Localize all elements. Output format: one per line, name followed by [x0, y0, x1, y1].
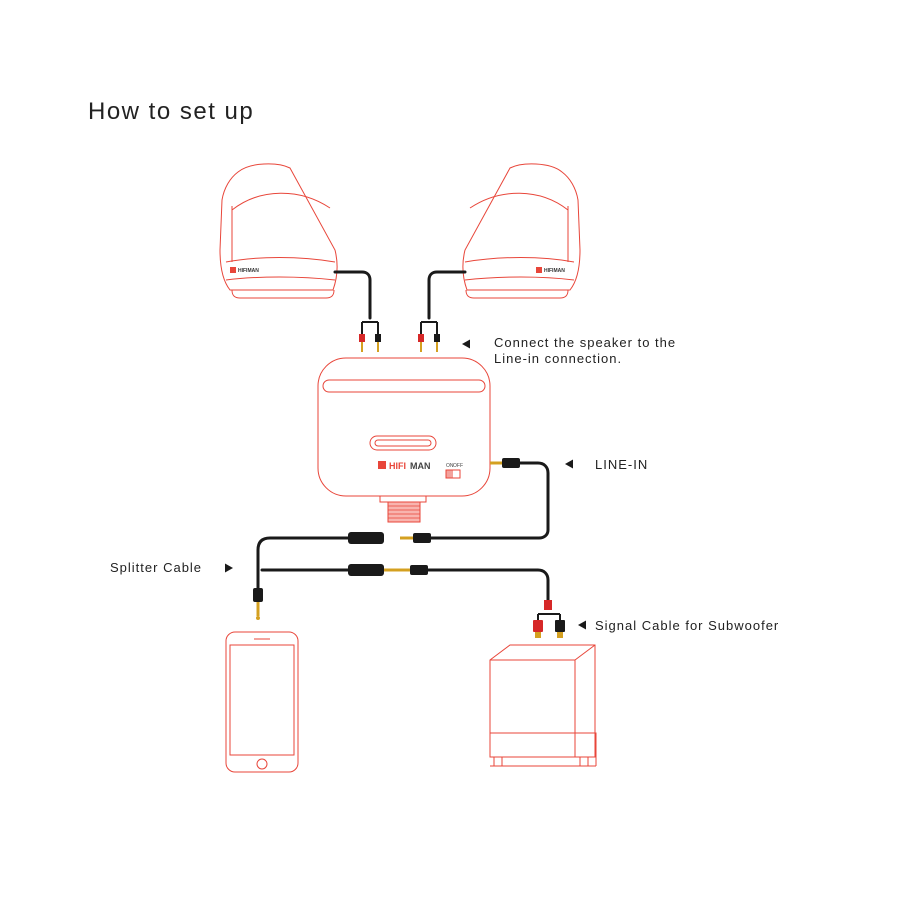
signal-cable-note: Signal Cable for Subwoofer — [578, 618, 779, 633]
right-speaker-brand: HIFIMAN — [544, 268, 565, 274]
switch-off-label: OFF — [453, 463, 463, 469]
left-speaker-logo: HIFIMAN — [230, 267, 259, 274]
switch-on-label: ON — [446, 463, 454, 469]
speaker-connection-text-line2: Line-in connection. — [494, 351, 622, 366]
arrow-left-icon — [462, 339, 470, 349]
right-speaker-cable — [418, 270, 467, 352]
splitter-cable-label: Splitter Cable — [110, 560, 202, 575]
subwoofer — [489, 644, 597, 767]
unit-logo: HIFI MAN — [378, 461, 431, 471]
line-in-label: LINE-IN — [595, 457, 648, 472]
speaker-connection-note: Connect the speaker to the Line-in conne… — [462, 335, 676, 366]
page-title: How to set up — [88, 98, 254, 125]
left-speaker: HIFIMAN — [219, 163, 338, 299]
right-speaker-logo: HIFIMAN — [536, 267, 565, 274]
line-in-note: LINE-IN — [565, 457, 648, 472]
speaker-connection-text-line1: Connect the speaker to the — [494, 335, 676, 350]
amplifier-unit: HIFI MAN ON OFF — [317, 357, 491, 523]
arrow-left-icon — [578, 620, 586, 630]
unit-base-port — [379, 495, 427, 523]
unit-brand-prefix: HIFI — [389, 461, 406, 471]
smartphone — [225, 631, 299, 773]
signal-cable-label: Signal Cable for Subwoofer — [595, 618, 779, 633]
unit-brand-suffix: MAN — [410, 461, 431, 471]
left-speaker-brand: HIFIMAN — [238, 268, 259, 274]
left-speaker-cable — [333, 270, 381, 352]
subwoofer-signal-cable — [384, 565, 565, 638]
splitter-cable — [253, 532, 384, 620]
line-in-cable — [400, 458, 550, 543]
right-speaker: HIFIMAN — [462, 163, 581, 299]
splitter-cable-note: Splitter Cable — [110, 560, 233, 575]
arrow-right-icon — [225, 563, 233, 573]
arrow-left-icon — [565, 459, 573, 469]
power-switch: ON OFF — [445, 463, 463, 479]
